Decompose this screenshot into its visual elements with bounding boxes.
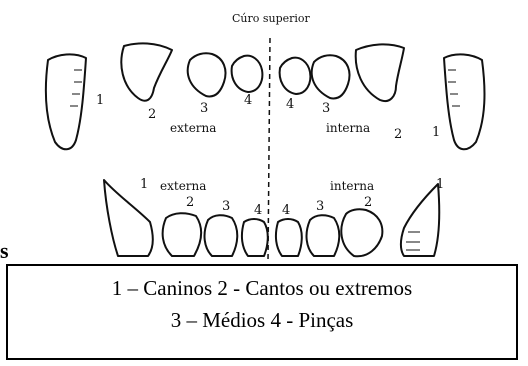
upper-corner-right: [354, 43, 405, 102]
legend-box: 1 – Caninos 2 - Cantos ou extremos 3 – M…: [6, 264, 518, 360]
upper-pincer-left: [230, 54, 264, 93]
upper-number: 4: [286, 97, 294, 112]
upper-pincer-right: [278, 56, 312, 95]
lower-number: 3: [222, 199, 230, 214]
lower-number: 4: [254, 203, 262, 218]
lower-label-internal: interna: [330, 179, 374, 193]
lower-canine-right: [400, 183, 441, 257]
lower-number: 2: [364, 195, 372, 210]
upper-number: 4: [244, 93, 252, 108]
lower-corner-right: [340, 208, 384, 258]
lower-corner-left: [161, 212, 202, 257]
stray-letter: s: [0, 238, 9, 263]
upper-number: 2: [394, 127, 402, 142]
teeth-drawing: Cúro superior externa interna 1 2 3 4 4 …: [44, 12, 486, 263]
lower-pincer-left: [240, 218, 269, 257]
lower-number: 1: [140, 177, 148, 192]
upper-label-internal: interna: [326, 121, 370, 135]
lower-number: 1: [436, 177, 444, 192]
lower-canine-left: [103, 179, 154, 257]
lower-middle-right: [305, 214, 341, 257]
upper-middle-left: [186, 52, 227, 98]
lower-label-external: externa: [160, 179, 206, 193]
legend-line-2: 3 – Médios 4 - Pinças: [170, 308, 354, 332]
upper-number: 1: [432, 125, 440, 140]
upper-number: 1: [96, 93, 104, 108]
upper-canine-left: [44, 53, 87, 151]
hatching: [70, 69, 460, 251]
legend-line-1: 1 – Caninos 2 - Cantos ou extremos: [111, 276, 413, 300]
upper-number: 2: [148, 107, 156, 122]
upper-label-external: externa: [170, 121, 216, 135]
upper-number: 3: [200, 101, 208, 116]
midline: [267, 37, 271, 263]
lower-number: 3: [316, 199, 324, 214]
upper-number: 3: [322, 101, 330, 116]
upper-corner-left: [120, 42, 173, 102]
lower-middle-left: [203, 214, 239, 257]
lower-pincer-right: [274, 218, 303, 257]
diagram-title: Cúro superior: [232, 12, 311, 25]
upper-canine-right: [443, 53, 486, 151]
lower-number: 4: [282, 203, 290, 218]
lower-number: 2: [186, 195, 194, 210]
upper-middle-right: [310, 54, 351, 100]
